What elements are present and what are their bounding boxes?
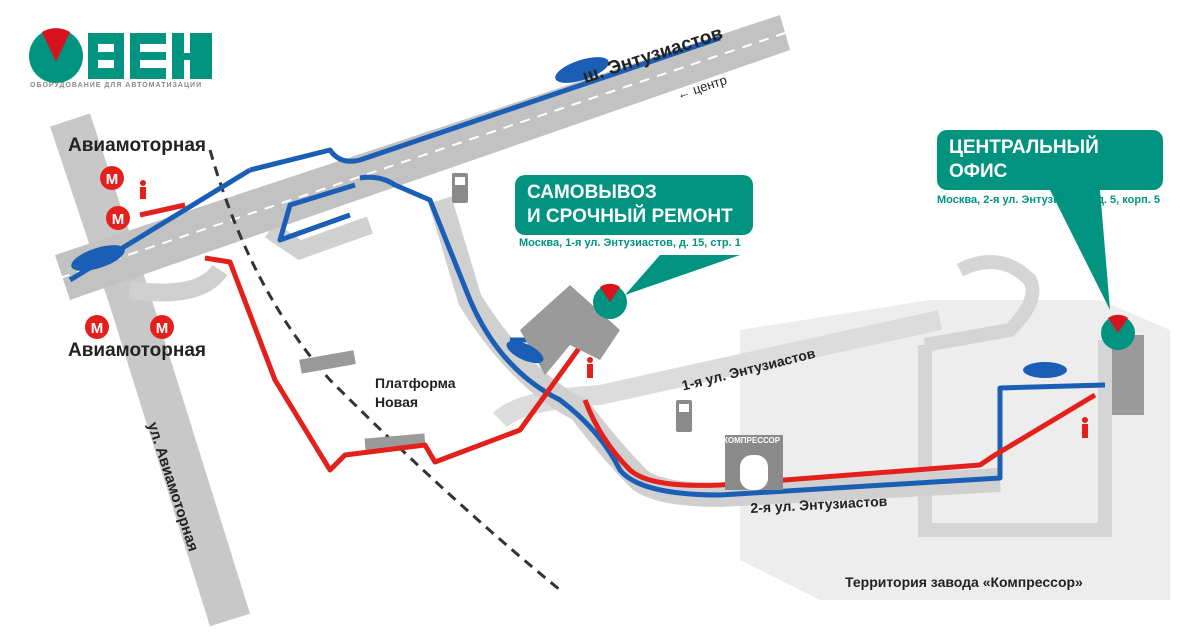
pickup-address: Москва, 1-я ул. Энтузиастов, д. 15, стр.…: [519, 237, 741, 249]
pickup-title-line1: САМОВЫВОЗ: [527, 182, 657, 203]
car-icon: [1023, 362, 1067, 378]
svg-text:M: M: [91, 320, 104, 337]
aviamotornaya-street: [50, 113, 251, 627]
svg-text:M: M: [112, 211, 125, 228]
pedestrian-icon: [587, 357, 593, 378]
car-icon: [555, 57, 609, 83]
highway-entuziastov: [55, 15, 790, 300]
metro-station-label-bottom: Авиамоторная: [68, 340, 206, 361]
metro-icon: M: [100, 166, 124, 190]
svg-text:M: M: [106, 171, 119, 188]
logo-tagline: ОБОРУДОВАНИЕ ДЛЯ АВТОМАТИЗАЦИИ: [30, 82, 203, 89]
railway: [208, 149, 561, 592]
car-icon: [71, 245, 125, 271]
office-address: Москва, 2-я ул. Энтузиастов, д. 5, корп.…: [937, 194, 1160, 206]
platform-line2: Новая: [375, 394, 419, 410]
pedestrian-icon: [1082, 417, 1088, 438]
office-callout: ЦЕНТРАЛЬНЫЙ ОФИС: [937, 130, 1163, 190]
pickup-title-line2: И СРОЧНЫЙ РЕМОНТ: [527, 206, 733, 227]
metro-icon: M: [106, 206, 130, 230]
oven-logo: [29, 28, 212, 83]
gas-station-icon: [676, 400, 692, 432]
pickup-callout: САМОВЫВОЗ И СРОЧНЫЙ РЕМОНТ: [515, 175, 753, 235]
walk-route: [139, 202, 1097, 488]
car-route: [68, 35, 1106, 498]
platform-line1: Платформа: [375, 375, 456, 391]
compressor-gate-label: КОМПРЕССОР: [723, 436, 781, 445]
office-title-line1: ЦЕНТРАЛЬНЫЙ: [949, 137, 1099, 158]
car-icon: [506, 340, 544, 364]
gas-station-icon: [452, 173, 468, 203]
svg-text:M: M: [156, 320, 169, 337]
metro-icon: M: [150, 315, 174, 339]
territory-road: [918, 255, 1112, 537]
territory-label: Территория завода «Компрессор»: [845, 574, 1083, 590]
metro-icon: M: [85, 315, 109, 339]
pickup-marker: [593, 283, 627, 319]
office-marker: [1101, 314, 1135, 350]
pedestrian-icon: [140, 180, 146, 199]
office-title-line2: ОФИС: [949, 161, 1008, 182]
metro-station-label-top: Авиамоторная: [68, 135, 206, 156]
